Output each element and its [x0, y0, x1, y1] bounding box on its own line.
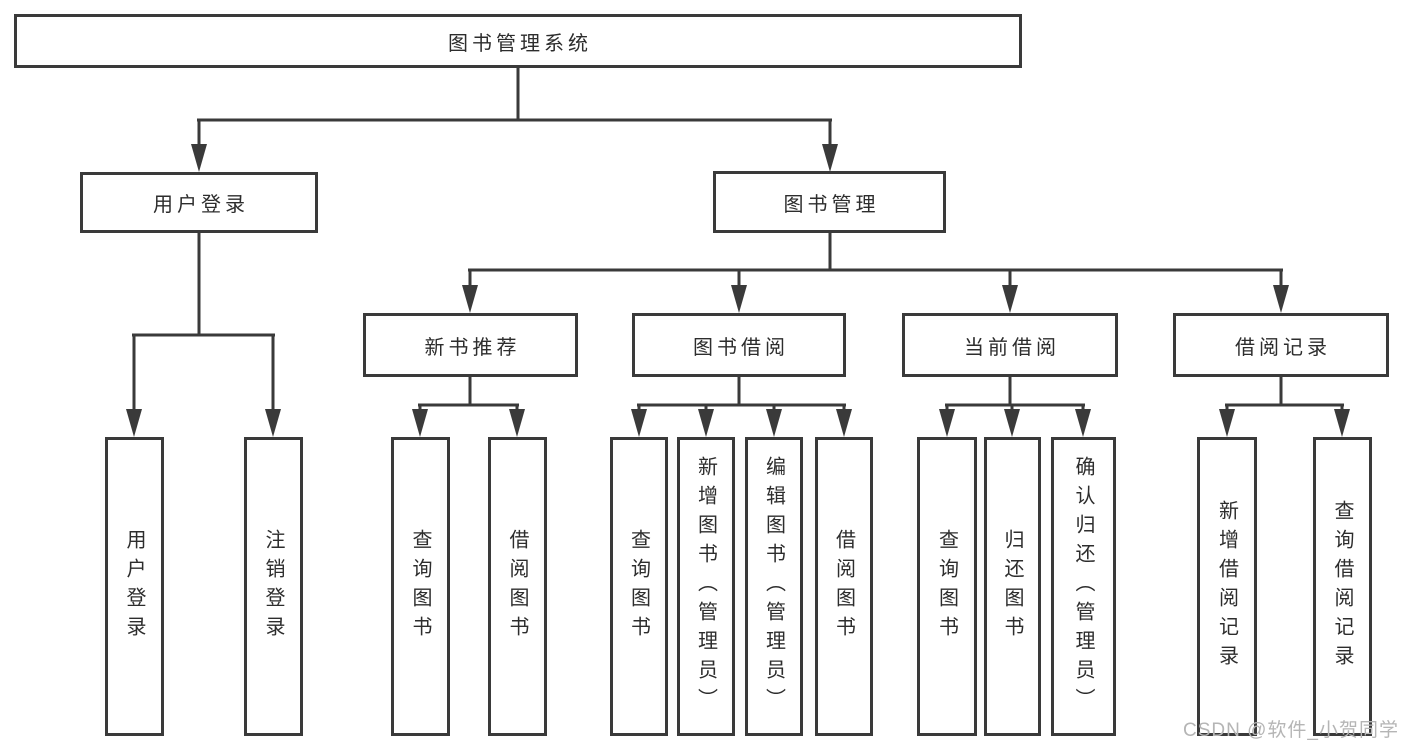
leaf-borrow-books-recommend: 借阅图书	[488, 437, 547, 736]
leaf-query-borrow-record: 查询借阅记录	[1313, 437, 1372, 736]
leaf-user-login: 用户登录	[105, 437, 164, 736]
node-library-system: 图书管理系统	[14, 14, 1022, 68]
watermark: CSDN @软件_小贺同学	[1183, 720, 1399, 741]
node-current-borrowing: 当前借阅	[902, 313, 1118, 377]
leaf-confirm-return-admin: 确认归还（管理员）	[1051, 437, 1116, 736]
node-book-management: 图书管理	[713, 171, 946, 233]
node-borrowing-records: 借阅记录	[1173, 313, 1389, 377]
leaf-logout: 注销登录	[244, 437, 303, 736]
leaf-query-books-current: 查询图书	[917, 437, 977, 736]
node-book-borrowing: 图书借阅	[632, 313, 846, 377]
leaf-query-books-recommend: 查询图书	[391, 437, 450, 736]
node-new-book-recommend: 新书推荐	[363, 313, 578, 377]
leaf-edit-book-admin: 编辑图书（管理员）	[745, 437, 803, 736]
leaf-add-borrow-record: 新增借阅记录	[1197, 437, 1257, 736]
node-user-login: 用户登录	[80, 172, 318, 233]
leaf-query-books-borrowing: 查询图书	[610, 437, 668, 736]
leaf-add-book-admin: 新增图书（管理员）	[677, 437, 735, 736]
leaf-borrow-books-borrowing: 借阅图书	[815, 437, 873, 736]
leaf-return-book: 归还图书	[984, 437, 1041, 736]
